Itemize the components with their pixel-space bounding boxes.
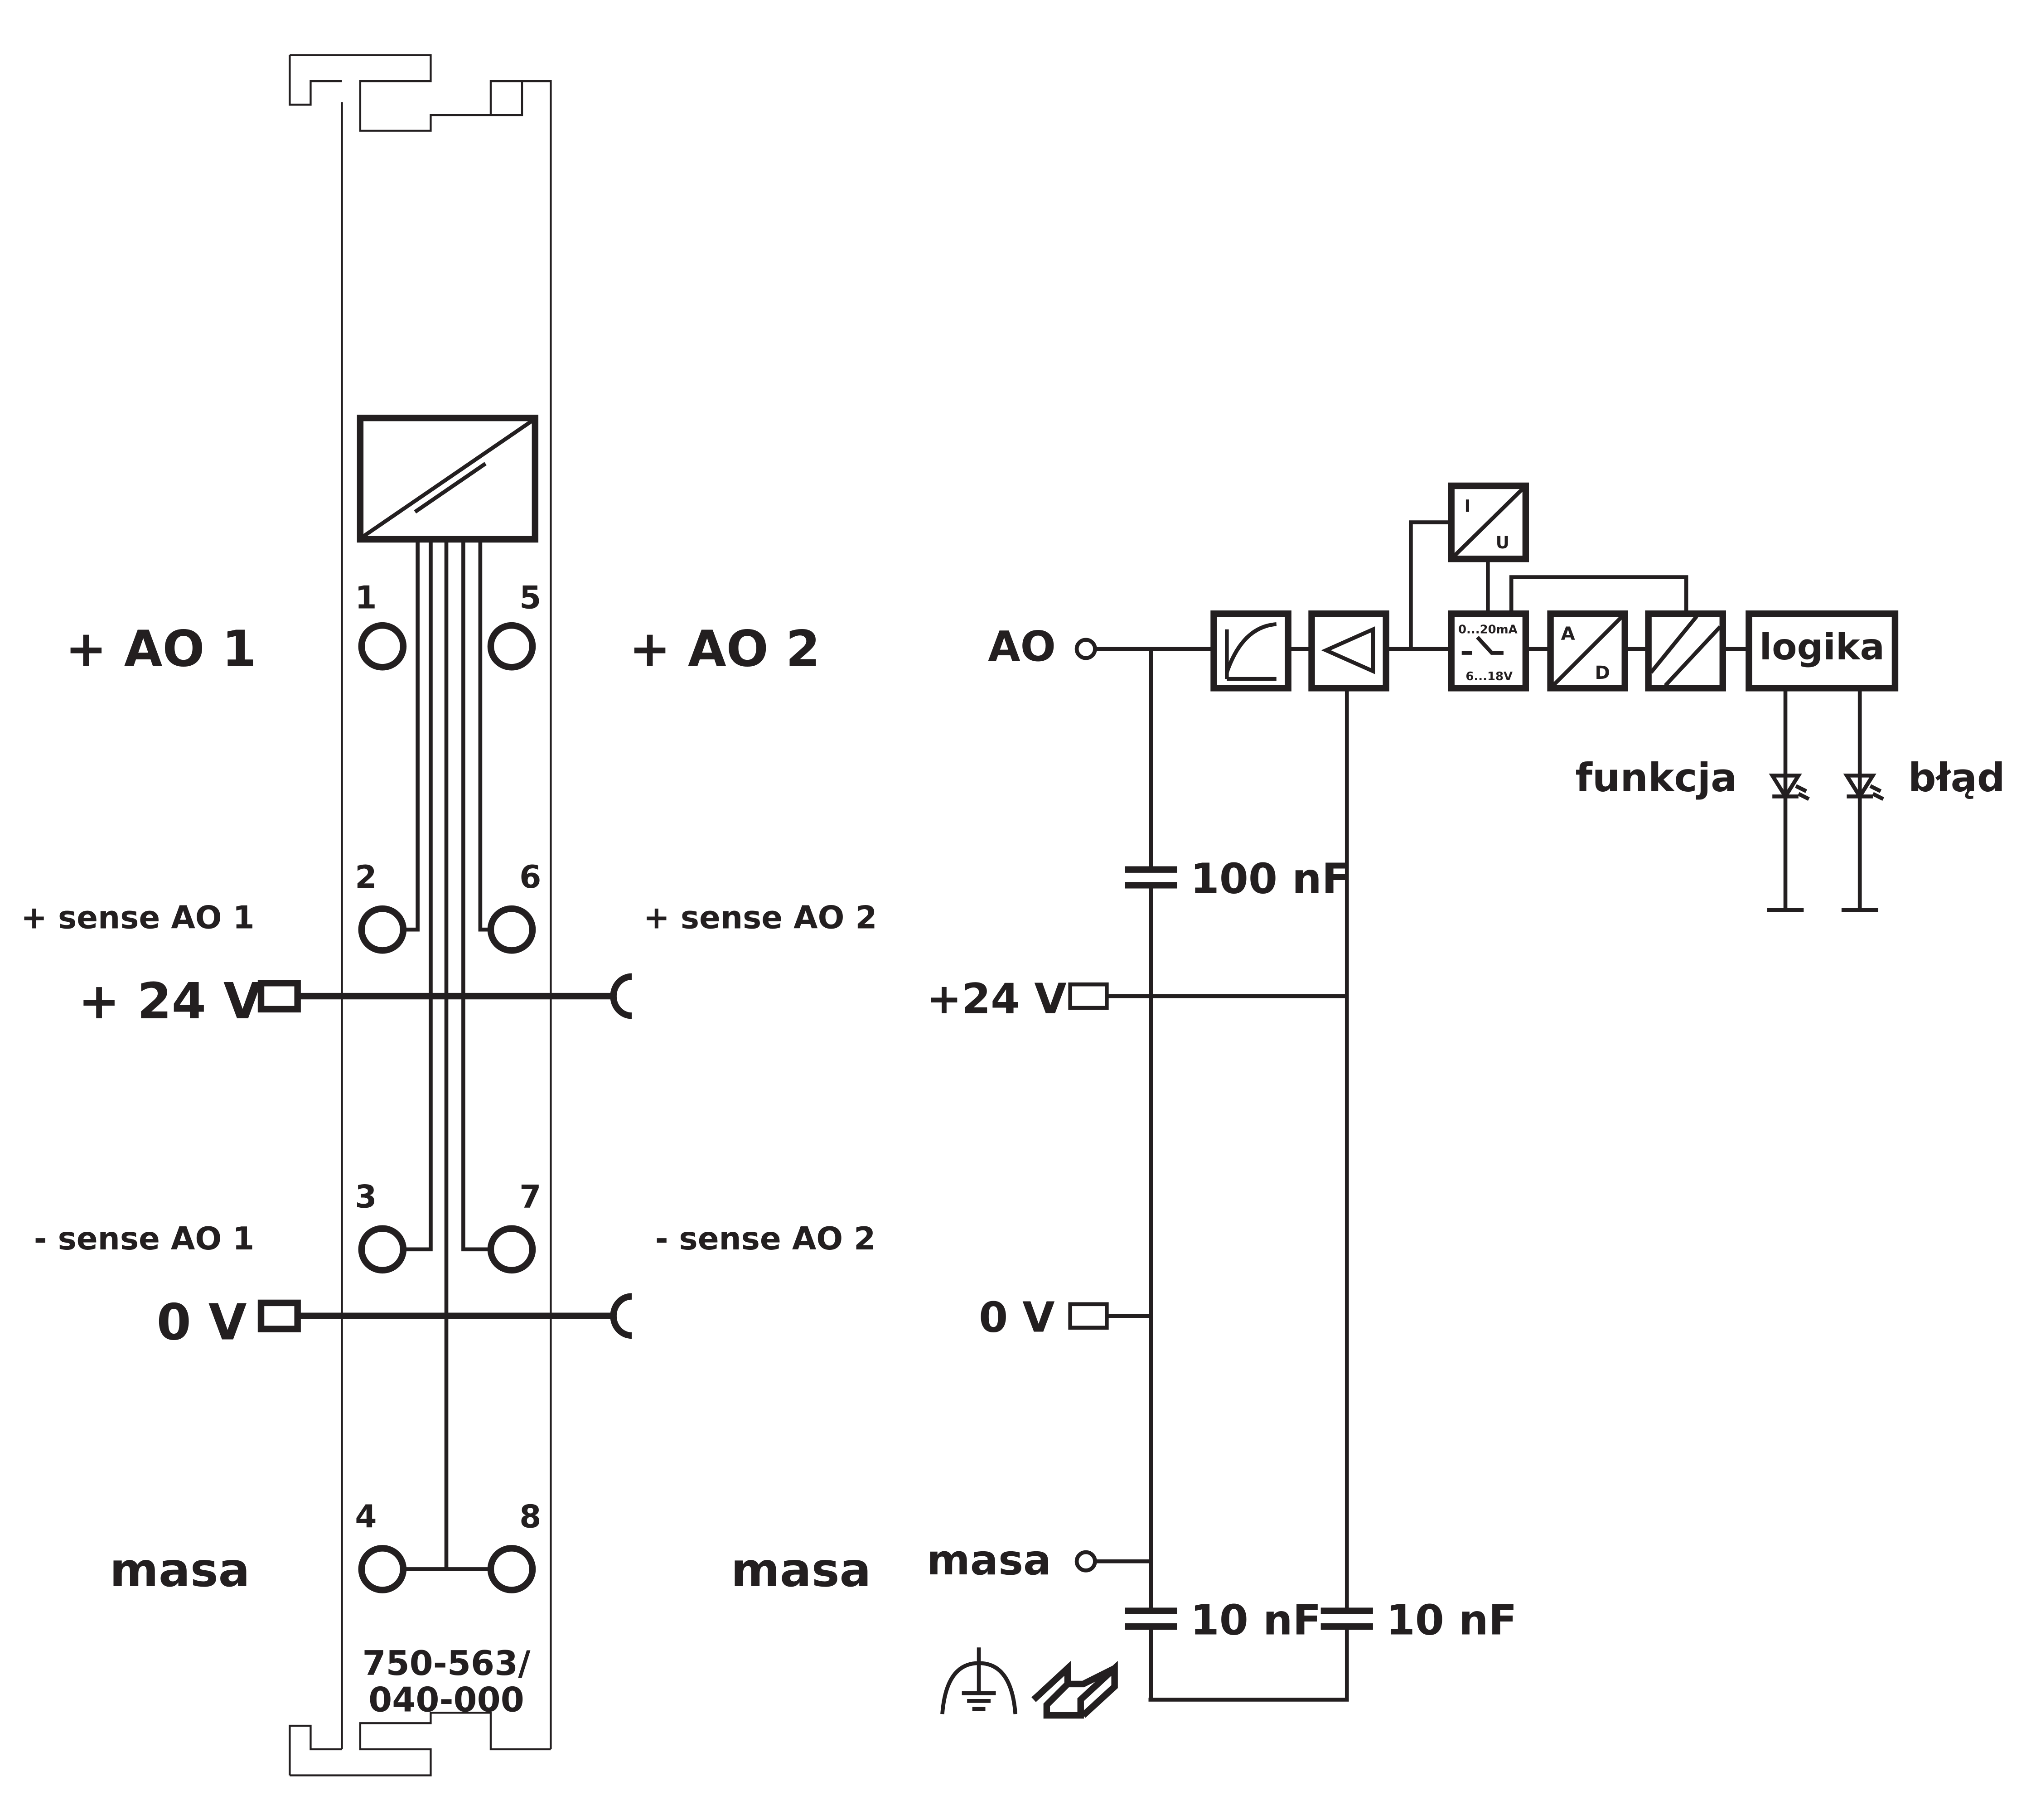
label-ao2: + AO 2 <box>629 620 820 678</box>
range-switch-block: 0...20mA 6...18V <box>1448 610 1529 692</box>
terminal-8[interactable] <box>487 1545 536 1593</box>
label-sense-ao2-minus: - sense AO 2 <box>655 1221 875 1257</box>
label-ground-right: masa <box>731 1543 871 1597</box>
label-24v: + 24 V <box>78 972 262 1030</box>
label-ground-left: masa <box>110 1543 250 1597</box>
terminal-7[interactable] <box>487 1225 536 1274</box>
label-cap-10nf-right: 10 nF <box>1386 1595 1517 1644</box>
pin-label: 6 <box>519 859 541 895</box>
module-converter-block <box>357 414 539 543</box>
logic-label: logika <box>1759 626 1884 668</box>
label-schematic-0v: 0 V <box>979 1292 1055 1341</box>
label-sense-ao1-plus: + sense AO 1 <box>21 900 255 936</box>
iu-converter-block: I U <box>1448 482 1529 562</box>
terminal-6[interactable] <box>487 905 536 954</box>
isolation-block <box>1645 610 1726 692</box>
ad-label-d: D <box>1595 662 1610 683</box>
label-schematic-ground: masa <box>927 1535 1051 1584</box>
part-number: 750-563/ <box>362 1643 531 1683</box>
filter-block <box>1210 610 1291 692</box>
power-contacts <box>257 973 632 1339</box>
pin-label: 2 <box>355 859 377 895</box>
terminal-3[interactable] <box>358 1225 407 1274</box>
module-housing <box>289 54 552 1776</box>
label-schematic-24v: +24 V <box>927 974 1067 1023</box>
label-led-function: funkcja <box>1575 755 1737 801</box>
switch-label-current: 0...20mA <box>1458 623 1518 636</box>
pin-label: 4 <box>355 1499 377 1535</box>
switch-label-voltage: 6...18V <box>1465 670 1513 683</box>
label-sense-ao1-minus: - sense AO 1 <box>34 1221 254 1257</box>
label-ao1: + AO 1 <box>65 620 256 678</box>
led-function-icon <box>1767 688 1810 912</box>
terminal-1[interactable] <box>358 622 407 671</box>
terminal-pins <box>358 622 536 1593</box>
pin-label: 7 <box>519 1179 541 1215</box>
schematic-wires <box>1068 520 1749 1702</box>
label-cap-10nf-left: 10 nF <box>1190 1595 1321 1644</box>
ad-converter-block: A D <box>1547 610 1628 692</box>
part-number-suffix: 040-000 <box>368 1680 524 1719</box>
iu-label-u: U <box>1496 532 1509 552</box>
pin-label: 5 <box>519 580 541 616</box>
protective-earth-icon <box>940 1647 1018 1714</box>
module-wires <box>406 539 488 1571</box>
logic-block: logika <box>1746 610 1899 692</box>
pin-label: 8 <box>519 1499 541 1535</box>
terminal-4[interactable] <box>358 1545 407 1593</box>
label-ao: AO <box>988 622 1056 671</box>
din-rail-icon <box>1031 1660 1118 1719</box>
pin-label: 1 <box>355 580 377 616</box>
terminal-5[interactable] <box>487 622 536 671</box>
ad-label-a: A <box>1561 623 1575 644</box>
label-sense-ao2-plus: + sense AO 2 <box>643 900 877 936</box>
iu-label-i: I <box>1465 496 1471 516</box>
label-cap-100nf: 100 nF <box>1190 854 1350 903</box>
label-0v: 0 V <box>157 1293 247 1351</box>
led-error-icon <box>1841 688 1884 912</box>
amplifier-block <box>1308 610 1389 692</box>
pin-label: 3 <box>355 1179 377 1215</box>
label-led-error: błąd <box>1908 755 2005 801</box>
terminal-2[interactable] <box>358 905 407 954</box>
